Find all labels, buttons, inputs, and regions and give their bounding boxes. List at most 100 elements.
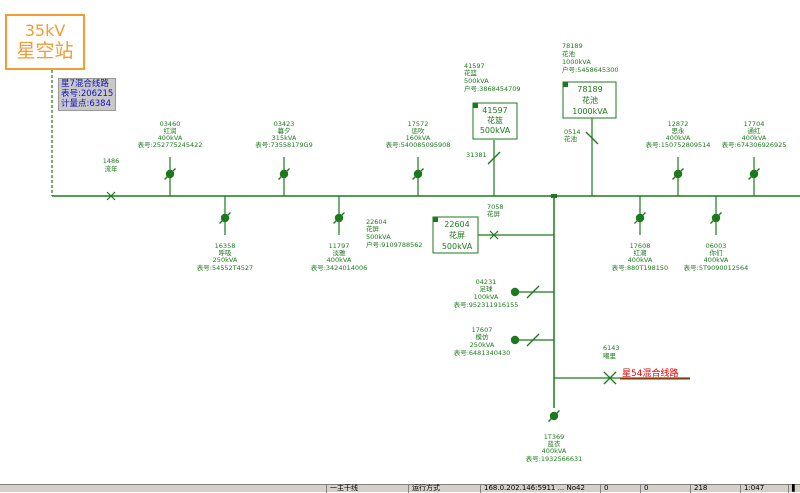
label-id: 17607 (472, 326, 493, 334)
label-name: 流年 (105, 164, 119, 173)
box-41597[interactable]: 41597 花篮 500kVA (472, 102, 518, 140)
transformer-06003[interactable]: 06003 你们 400kVA 表号:5T9090012564 (684, 196, 749, 272)
tie-line-label[interactable]: 星54混合线路 (620, 367, 690, 380)
label-capacity: 400kVA (742, 134, 767, 142)
label-name: 足球 (480, 284, 494, 293)
label-capacity: 400kVA (327, 256, 352, 264)
status-cell: ▌ (788, 484, 800, 493)
feeder-meter: 表号:206215 (61, 89, 114, 99)
transformer-16358[interactable]: 16358 呼吸 250kVA 表号:54552T4527 (197, 196, 253, 272)
label-capacity: 400kVA (704, 256, 729, 264)
station-name: 星空站 (16, 40, 74, 62)
transformer-1T369[interactable]: 1T369 蓝衣 400kVA 表号:1932566631 (526, 409, 583, 464)
label-meter: 表号:73558179G9 (255, 140, 312, 149)
label-name: 惩吹 (412, 126, 426, 135)
switch-1486[interactable]: 1486 流年 (103, 157, 120, 201)
label-id: 06003 (706, 242, 727, 250)
status-cell: 168.0.202.146:5911 ... No42 (480, 484, 600, 493)
label-name: 淡雅 (333, 249, 347, 257)
label-id: 17704 (744, 120, 765, 128)
box-id: 41597 (482, 106, 507, 115)
label-name: 呼吸 (219, 248, 233, 257)
status-cell: 0 (640, 484, 690, 493)
label-name: 暮夕 (278, 126, 291, 135)
label-id: 03460 (160, 120, 181, 128)
label-name: 模仿 (476, 332, 490, 341)
box-id: 78189 (577, 85, 602, 94)
transformer-17572[interactable]: 17572 惩吹 160kVA 表号:540085095908 (386, 120, 451, 196)
label-name: 红潮 (634, 248, 648, 257)
label-name: 花屏 (366, 224, 380, 233)
label-id: 16358 (215, 242, 236, 250)
label-name: 蓝衣 (548, 439, 562, 448)
box-22604[interactable]: 22604 花屏 500kVA (432, 216, 479, 254)
switch-7058[interactable]: 7058 花屏 (478, 203, 554, 240)
status-cell: 运行方式 (408, 484, 480, 493)
label-meter: 表号:5T9090012564 (684, 263, 749, 272)
label-capacity: 1000kVA (562, 58, 591, 66)
label-meter: 表号:540085095908 (386, 140, 451, 149)
transformer-04231[interactable]: 04231 足球 100kVA 表号:952311916155 (454, 278, 554, 309)
transformer-12872[interactable]: 12872 思永 400kVA 表号:150752809514 (646, 120, 711, 196)
label-name: 花池 (562, 49, 576, 58)
transformer-11797[interactable]: 11797 淡雅 400kVA 表号:3424014006 (311, 196, 368, 272)
status-cell: 0 (600, 484, 640, 493)
label-capacity: 400kVA (542, 447, 567, 455)
label-id: 6143 (603, 344, 620, 352)
transformer-03460[interactable]: 03460 红润 400kVA 表号:252775245422 (138, 120, 203, 196)
label-capacity: 250kVA (470, 341, 495, 349)
label-meter: 户号:5458645300 (562, 65, 619, 74)
label-meter: 户号:9109788562 (366, 240, 423, 249)
label-name: 红润 (164, 126, 177, 135)
label-id: 7058 (487, 203, 504, 211)
label-meter: 户号:3868454709 (464, 84, 521, 93)
transformer-17704[interactable]: 17704 通红 400kVA 表号:674306926925 (722, 120, 787, 196)
transformer-41597[interactable]: 41597 花篮 500kVA 户号:3868454709 31381 (464, 62, 521, 196)
label-id: 22604 (366, 218, 387, 226)
label-capacity: 500kVA (464, 77, 489, 85)
label-capacity: 100kVA (474, 293, 499, 301)
tie-switch-6143[interactable]: 6143 嘲里 (554, 344, 690, 385)
feeder-metering-point: 计量点:6384 (61, 99, 111, 109)
label-capacity: 400kVA (158, 134, 183, 142)
feeder-line-name: 星7混合线路 (61, 79, 109, 89)
label-id: 78189 (562, 42, 583, 50)
label-capacity: 500kVA (366, 233, 391, 241)
label-capacity: 315kVA (272, 134, 297, 142)
label-meter: 表号:252775245422 (138, 140, 203, 149)
station-voltage: 35kV (24, 21, 66, 40)
status-cell: 1:047 (740, 484, 788, 493)
label-meter: 表号:880T198150 (612, 263, 668, 272)
label-name: 花屏 (487, 209, 501, 218)
label-id: 17572 (408, 120, 429, 128)
feeder-info-box[interactable]: 星7混合线路 表号:206215 计量点:6384 (58, 78, 116, 111)
box-capacity: 1000kVA (572, 107, 608, 116)
label-meter: 表号:1932566631 (526, 454, 583, 463)
label-id: 03423 (274, 120, 295, 128)
transformer-03423[interactable]: 03423 暮夕 315kVA 表号:73558179G9 (255, 120, 313, 196)
label-meter: 表号:674306926925 (722, 140, 787, 149)
label-name: 嘲里 (603, 352, 617, 360)
label-meter: 表号:952311916155 (454, 300, 519, 309)
label-name: 花篮 (464, 68, 478, 77)
transformer-17607[interactable]: 17607 模仿 250kVA 表号:6481340430 (454, 326, 554, 357)
label-switch-name: 花池 (564, 134, 578, 143)
label-name: 你们 (710, 248, 723, 257)
station-box[interactable]: 35kV 星空站 (5, 14, 85, 70)
box-78189[interactable]: 78189 花池 1000kVA (562, 81, 617, 119)
label-id: 1T369 (544, 433, 565, 441)
label-meter: 表号:150752809514 (646, 140, 711, 149)
box-name: 花池 (582, 95, 598, 105)
transformer-17608[interactable]: 17608 红潮 400kVA 表号:880T198150 (612, 196, 668, 272)
label-capacity: 160kVA (406, 134, 431, 142)
label-id: 11797 (329, 242, 350, 250)
transformer-22604[interactable]: 22604 花屏 500kVA 户号:9109788562 (366, 218, 423, 249)
label-switch-id: 31381 (466, 151, 487, 159)
box-capacity: 500kVA (442, 242, 473, 251)
tie-line-name: 星54混合线路 (622, 367, 678, 379)
label-name: 思永 (672, 126, 686, 135)
box-capacity: 500kVA (480, 126, 511, 135)
label-meter: 表号:6481340430 (454, 348, 511, 357)
transformer-78189[interactable]: 78189 花池 1000kVA 户号:5458645300 0514 花池 (562, 42, 619, 196)
